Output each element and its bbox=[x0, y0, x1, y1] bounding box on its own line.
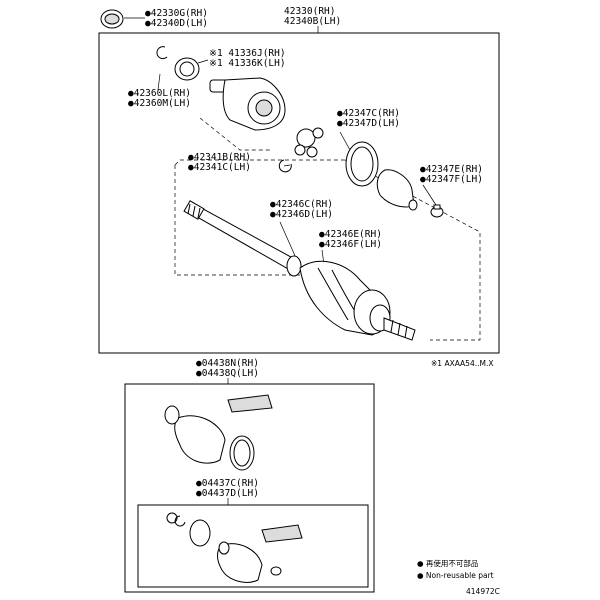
legend-nonreuse: ● Non-reusable part bbox=[417, 571, 494, 580]
kit-boot-band-inner bbox=[233, 439, 251, 467]
clamp-part bbox=[430, 204, 444, 218]
label-42346D: ●42346D(LH) bbox=[270, 209, 333, 220]
seal-ring-part bbox=[174, 57, 200, 81]
label-42360L: ●42360L(RH) bbox=[128, 88, 191, 99]
snap-ring-part bbox=[156, 46, 168, 60]
small-snap-ring bbox=[278, 159, 292, 173]
label-04438N: ●04438N(RH) bbox=[196, 358, 259, 369]
note-axaa54: ※1 AXAA54..M.X bbox=[431, 359, 493, 368]
outboard-joint-part bbox=[299, 260, 416, 341]
label-42341C: ●42341C(LH) bbox=[188, 162, 251, 173]
label-42330: 42330(RH) bbox=[284, 6, 335, 17]
kit-frame-inner bbox=[137, 504, 369, 588]
kit2-rings bbox=[166, 512, 186, 527]
kit2-clamp bbox=[270, 566, 282, 576]
kit-boot-part bbox=[164, 405, 226, 464]
label-42347D: ●42347D(LH) bbox=[337, 118, 400, 129]
label-42360M: ●42360M(LH) bbox=[128, 98, 191, 109]
label-42330G: ●42330G(RH) bbox=[145, 8, 208, 19]
legend-reuse: ● 再使用不可部品 bbox=[417, 558, 478, 568]
label-04438Q: ●04438Q(LH) bbox=[196, 368, 259, 379]
kit-frame-outer bbox=[124, 383, 375, 593]
label-04437D: ●04437D(LH) bbox=[196, 488, 259, 499]
inboard-joint-housing bbox=[209, 77, 286, 131]
label-42340D: ●42340D(LH) bbox=[145, 18, 208, 29]
boot-band-part bbox=[345, 141, 379, 187]
main-assembly-frame bbox=[98, 32, 500, 354]
label-42346E: ●42346E(RH) bbox=[319, 229, 382, 240]
kit2-band bbox=[189, 519, 211, 547]
label-42347E: ●42347E(RH) bbox=[420, 164, 483, 175]
leader-lines bbox=[124, 17, 481, 505]
label-42346C: ●42346C(RH) bbox=[270, 199, 333, 210]
outer-cap-part bbox=[100, 9, 124, 29]
damper-ring-part bbox=[286, 255, 302, 277]
diagram-id: 414972C bbox=[466, 587, 500, 596]
label-41336J: ※1 41336J(RH) bbox=[209, 48, 286, 59]
label-04437C: ●04437C(RH) bbox=[196, 478, 259, 489]
label-42340B: 42340B(LH) bbox=[284, 16, 341, 27]
label-42346F: ●42346F(LH) bbox=[319, 239, 382, 250]
kit2-boot-part bbox=[217, 541, 263, 583]
label-42341B: ●42341B(RH) bbox=[188, 152, 251, 163]
label-41336K: ※1 41336K(LH) bbox=[209, 58, 286, 69]
kit2-grease-pack bbox=[261, 524, 303, 543]
label-42347F: ●42347F(LH) bbox=[420, 174, 483, 185]
inner-boot-part bbox=[376, 169, 418, 211]
tripod-part bbox=[294, 127, 324, 158]
label-42347C: ●42347C(RH) bbox=[337, 108, 400, 119]
kit-grease-pack bbox=[227, 394, 273, 413]
